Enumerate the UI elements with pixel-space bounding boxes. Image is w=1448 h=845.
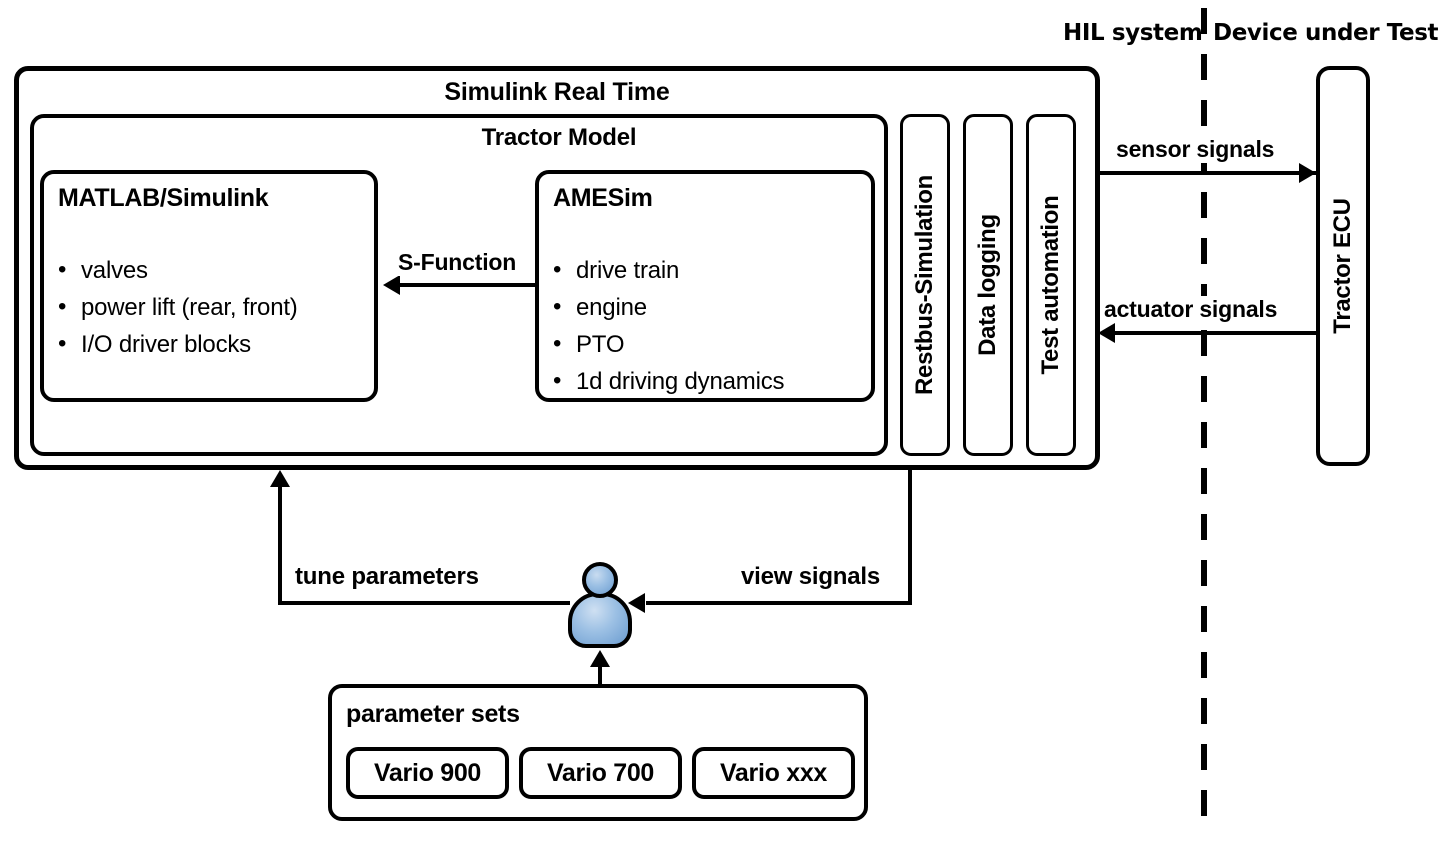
device-under-test-header-label: Device under Test — [1213, 20, 1439, 46]
view-signals-vertical-line — [908, 468, 912, 605]
user-actor-icon — [566, 562, 634, 648]
parameter-sets-connector-line — [598, 665, 602, 692]
parameter-sets-title: parameter sets — [346, 700, 520, 728]
tune-parameters-label: tune parameters — [291, 563, 483, 591]
sensor-signals-label: sensor signals — [1112, 136, 1279, 163]
list-item: 1d driving dynamics — [553, 362, 785, 400]
tractor-model-title: Tractor Model — [481, 124, 637, 151]
restbus-simulation-label-wrapper: Restbus-Simulation — [903, 117, 947, 453]
amesim-title: AMESim — [553, 184, 653, 212]
tune-parameters-horizontal-line — [278, 601, 570, 605]
tune-parameters-arrowhead-icon — [270, 470, 290, 487]
sensor-signals-line — [1100, 171, 1316, 175]
matlab-simulink-feature-list: valves power lift (rear, front) I/O driv… — [58, 251, 298, 363]
view-signals-horizontal-line — [646, 601, 910, 605]
parameter-set-chip-vario-900[interactable]: Vario 900 — [346, 747, 509, 799]
actuator-signals-arrowhead-icon — [1098, 323, 1115, 343]
simulink-real-time-title: Simulink Real Time — [444, 78, 670, 106]
tractor-ecu-block[interactable]: Tractor ECU — [1316, 66, 1370, 466]
data-logging-label-wrapper: Data logging — [966, 117, 1010, 453]
parameter-sets-block[interactable]: parameter sets Vario 900 Vario 700 Vario… — [328, 684, 868, 821]
view-signals-label: view signals — [737, 563, 884, 591]
s-function-label: S-Function — [394, 249, 521, 276]
sensor-signals-arrowhead-icon — [1299, 163, 1316, 183]
list-item: PTO — [553, 325, 784, 363]
actor-head-shape — [582, 562, 618, 598]
tractor-ecu-label: Tractor ECU — [1329, 198, 1356, 334]
matlab-simulink-title: MATLAB/Simulink — [58, 184, 269, 212]
actuator-signals-line — [1105, 331, 1316, 335]
list-item: valves — [58, 251, 298, 289]
parameter-set-chip-vario-xxx[interactable]: Vario xxx — [692, 747, 855, 799]
list-item: drive train — [553, 251, 784, 289]
list-item: power lift (rear, front) — [58, 288, 298, 326]
actor-body-shape — [568, 592, 632, 648]
restbus-simulation-label: Restbus-Simulation — [911, 175, 938, 395]
list-item: engine — [553, 288, 784, 326]
data-logging-label: Data logging — [974, 214, 1001, 356]
s-function-connector-line — [398, 283, 536, 287]
sidebar-item-restbus-simulation[interactable]: Restbus-Simulation — [900, 114, 950, 456]
sidebar-item-test-automation[interactable]: Test automation — [1026, 114, 1076, 456]
s-function-arrowhead-icon — [383, 275, 400, 295]
actuator-signals-label: actuator signals — [1100, 296, 1282, 323]
tune-parameters-vertical-line — [278, 486, 282, 605]
hil-dut-divider — [1201, 8, 1207, 816]
view-signals-arrowhead-icon — [628, 593, 645, 613]
parameter-sets-arrowhead-icon — [590, 650, 610, 667]
amesim-block[interactable]: AMESim drive train engine PTO 1d driving… — [535, 170, 875, 402]
hil-system-header-label: HIL system — [1063, 20, 1203, 46]
matlab-simulink-block[interactable]: MATLAB/Simulink valves power lift (rear,… — [40, 170, 378, 402]
list-item: I/O driver blocks — [58, 325, 298, 363]
test-automation-label-wrapper: Test automation — [1029, 117, 1073, 453]
parameter-set-chip-vario-700[interactable]: Vario 700 — [519, 747, 682, 799]
test-automation-label: Test automation — [1037, 195, 1064, 375]
amesim-feature-list: drive train engine PTO 1d driving dynami… — [553, 251, 785, 400]
sidebar-item-data-logging[interactable]: Data logging — [963, 114, 1013, 456]
tractor-ecu-label-wrapper: Tractor ECU — [1320, 70, 1366, 462]
